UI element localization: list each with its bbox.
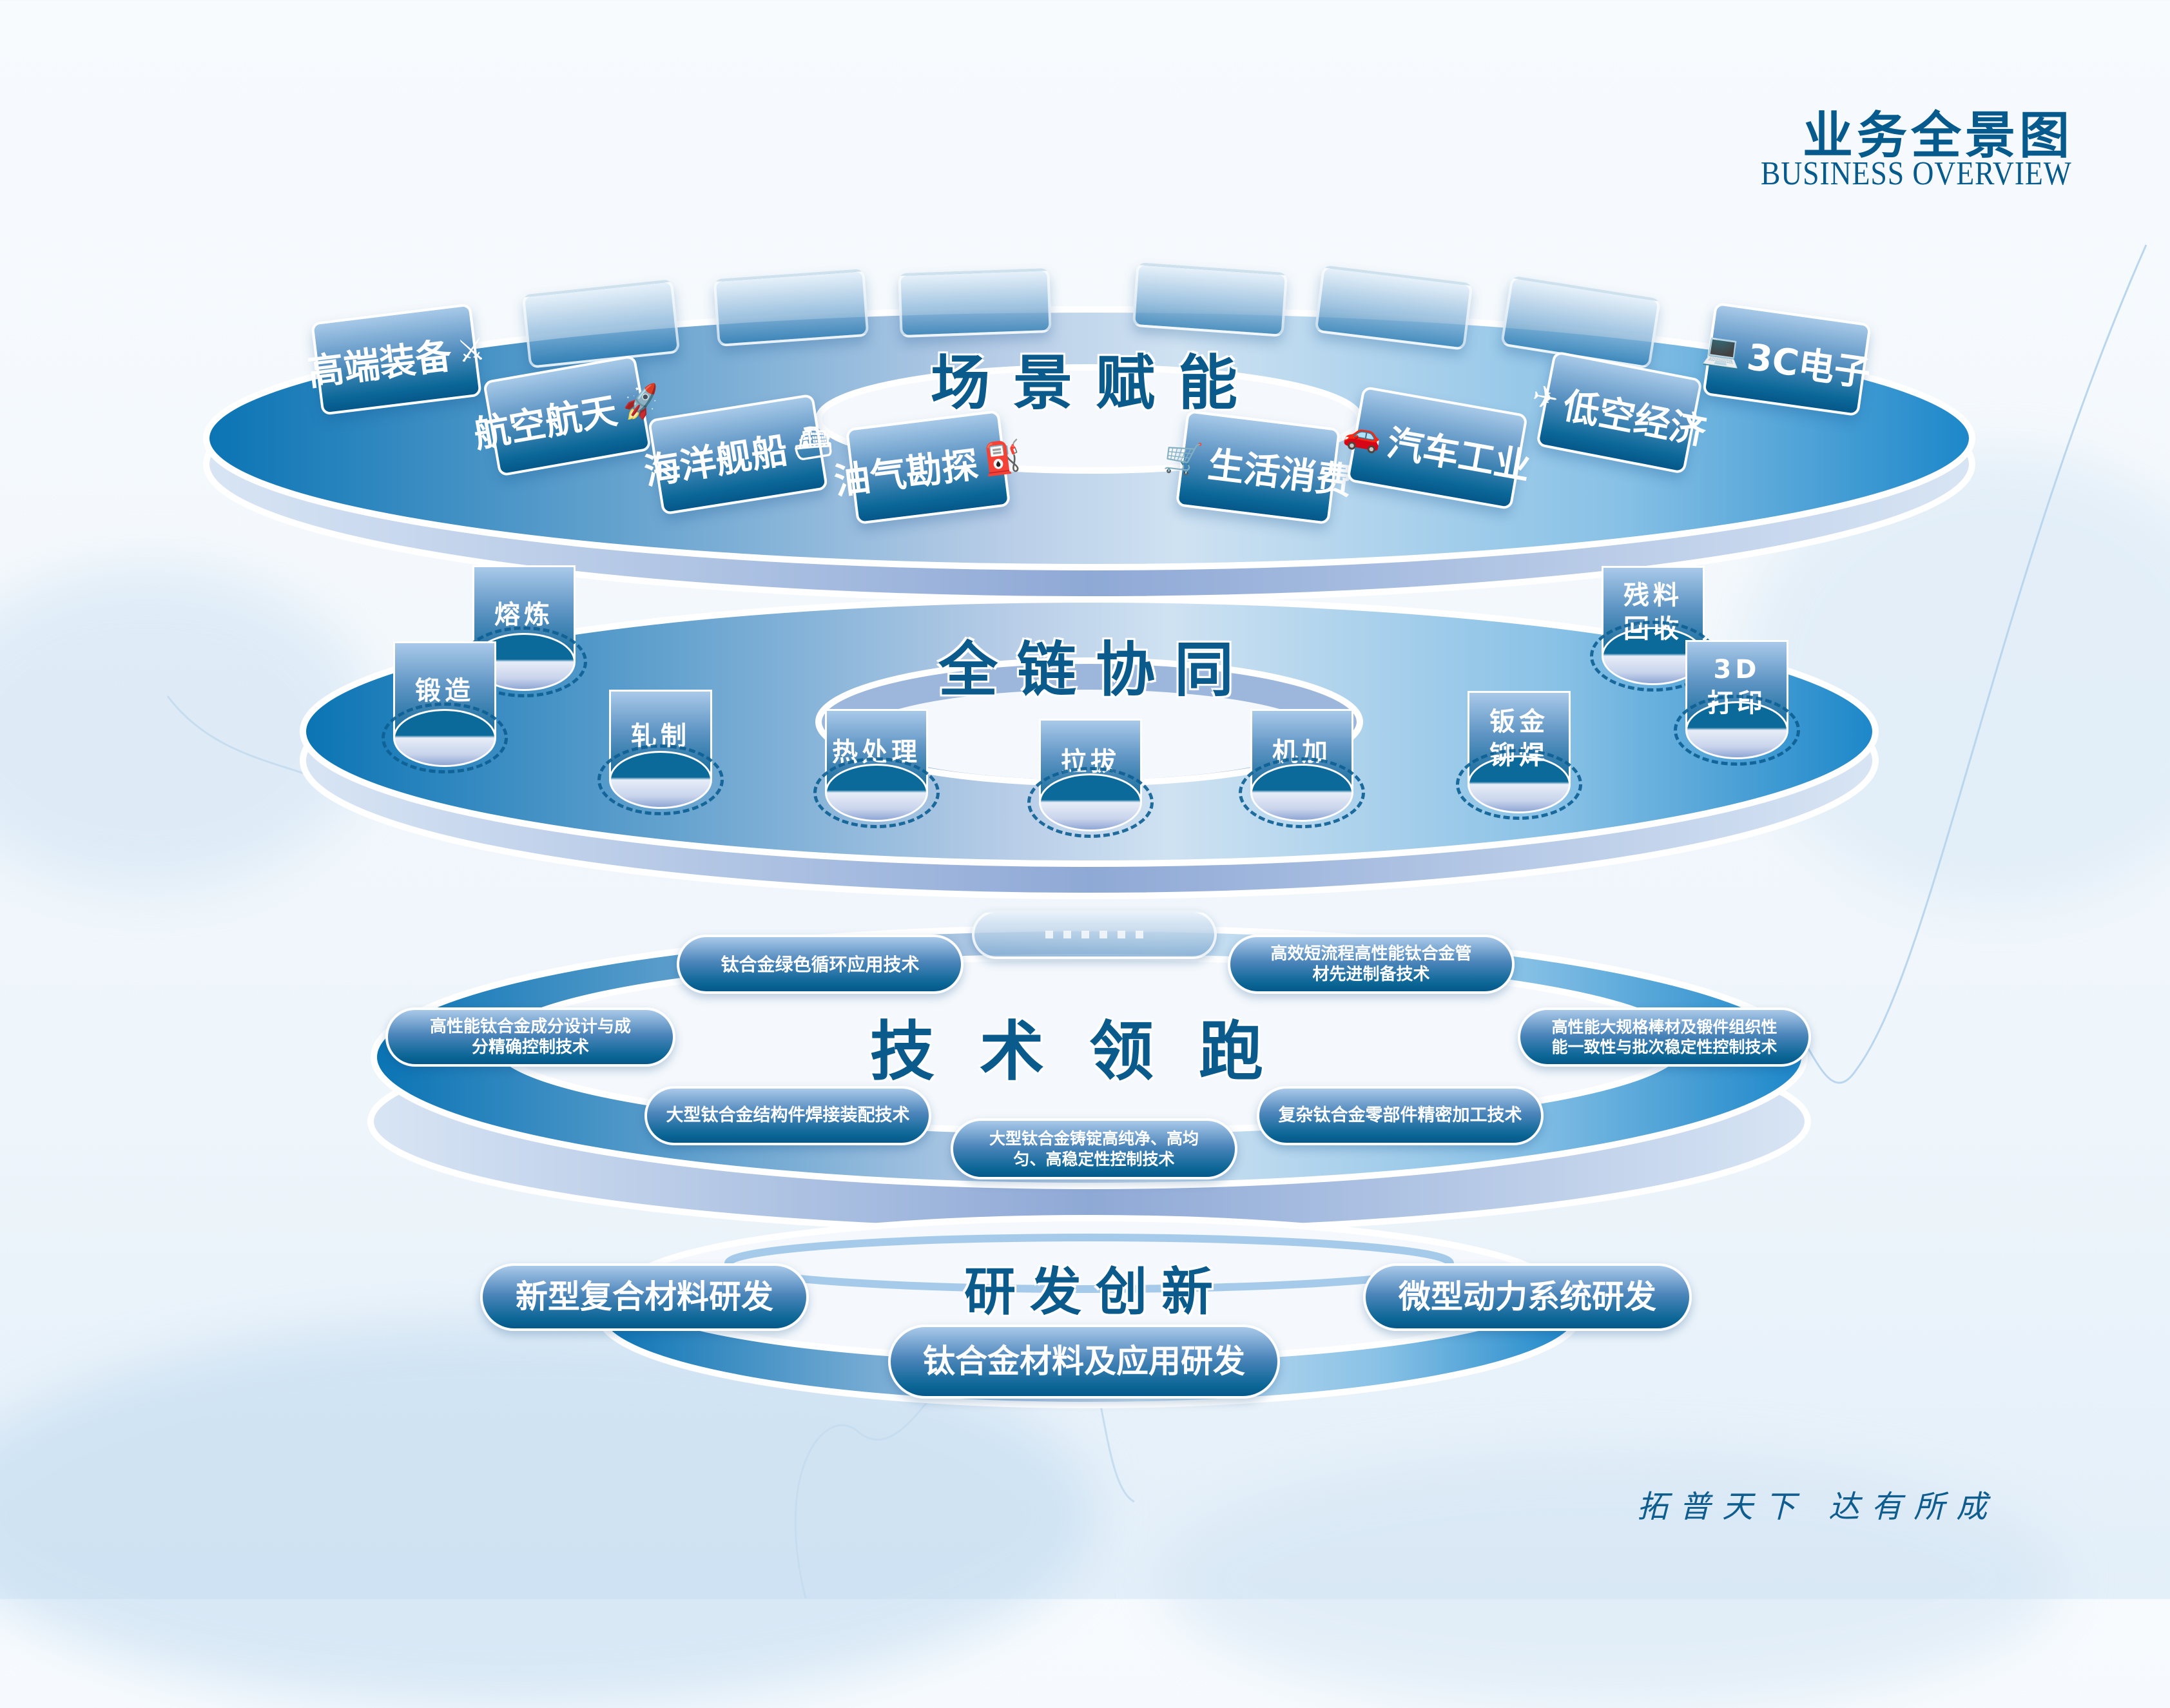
chain-step-rolling[interactable]: 轧制 <box>597 690 724 815</box>
scene-card-label: 汽车工业 <box>1384 422 1534 489</box>
car-icon: 🚗 <box>1341 413 1386 456</box>
scene-card-placeholder <box>1132 262 1288 338</box>
page-title: 业务全景图 <box>1802 106 2073 165</box>
scene-card-high-end-equipment[interactable]: 高端装备 ⚔ <box>305 303 487 416</box>
pillar-dashed-ring <box>813 757 940 828</box>
laptop-icon: 💻 <box>1700 329 1744 371</box>
tier-title-chain: 全链协同 <box>938 636 1254 704</box>
rnd-item-titanium-application[interactable]: 钛合金材料及应用研发 <box>888 1325 1280 1399</box>
shopping-cart-icon: 🛒 <box>1161 438 1205 479</box>
scene-card-label: 海洋舰船 <box>641 429 791 494</box>
ship-icon: ⛴ <box>790 422 835 464</box>
pillar-dashed-ring <box>382 703 508 773</box>
scene-card-label: 低空经济 <box>1560 384 1710 453</box>
footer-slogan: 拓普天下 达有所成 <box>1637 1489 1999 1525</box>
page-subtitle: BUSINESS OVERVIEW <box>1761 155 2072 192</box>
rocket-icon: 🚀 <box>619 381 664 424</box>
scene-card-label: 高端装备 <box>305 335 454 394</box>
scene-card-placeholder <box>898 267 1052 338</box>
scene-card-placeholder <box>713 268 869 347</box>
scene-card-placeholder <box>521 279 681 369</box>
chain-step-forging[interactable]: 锻造 <box>382 641 508 773</box>
pillar-dashed-ring <box>1674 695 1800 766</box>
tech-item-ingot-control[interactable]: 大型钛合金铸锭高纯净、高均匀、高稳定性控制技术 <box>951 1118 1237 1179</box>
chain-step-sheet-riveting[interactable]: 钣金铆焊 <box>1456 691 1582 820</box>
crossed-tools-icon: ⚔ <box>455 330 487 370</box>
chain-step-heat-treatment[interactable]: 热处理 <box>813 709 940 828</box>
scene-card-label: 3C电子 <box>1744 336 1873 395</box>
tech-item-placeholder <box>972 910 1217 959</box>
scene-card-label: 航空航天 <box>470 389 621 456</box>
tech-item-green-recycling[interactable]: 钛合金绿色循环应用技术 <box>677 935 964 994</box>
oil-pump-icon: ⛽ <box>982 438 1025 479</box>
scene-ring <box>203 306 1975 603</box>
scene-card-oil-gas[interactable]: 油气勘探 ⛽ <box>832 409 1024 525</box>
chain-step-machining[interactable]: 机加 <box>1239 709 1365 828</box>
tech-item-tube-preparation[interactable]: 高效短流程高性能钛合金管材先进制备技术 <box>1228 935 1515 994</box>
tier-title-scene: 场景赋能 <box>930 349 1261 418</box>
tier-title-tech: 技术领跑 <box>870 1014 1308 1089</box>
tier-title-rnd: 研发创新 <box>964 1262 1227 1322</box>
chain-step-drawing[interactable]: 拉拔 <box>1027 719 1154 838</box>
chain-step-3d-printing[interactable]: 3D打印 <box>1674 640 1800 766</box>
scene-card-consumer[interactable]: 🛒 生活消费 <box>1162 409 1354 525</box>
pillar-dashed-ring <box>597 744 724 815</box>
ellipsis-dots <box>1045 931 1143 938</box>
drone-icon: ✈ <box>1529 378 1562 418</box>
scene-card-label: 生活消费 <box>1205 443 1355 503</box>
tech-item-precision-machining[interactable]: 复杂钛合金零部件精密加工技术 <box>1257 1086 1544 1145</box>
pillar-dashed-ring <box>1027 767 1154 838</box>
tech-item-structure-welding[interactable]: 大型钛合金结构件焊接装配技术 <box>644 1086 931 1145</box>
pillar-dashed-ring <box>1239 757 1365 828</box>
rnd-item-composite-materials[interactable]: 新型复合材料研发 <box>480 1263 809 1331</box>
rnd-item-micro-power[interactable]: 微型动力系统研发 <box>1363 1263 1692 1331</box>
tech-item-bar-forging-consistency[interactable]: 高性能大规格棒材及锻件组织性能一致性与批次稳定性控制技术 <box>1518 1007 1811 1067</box>
scene-card-label: 油气勘探 <box>831 443 981 503</box>
pillar-dashed-ring <box>1456 749 1582 820</box>
tech-item-composition-design[interactable]: 高性能钛合金成分设计与成分精确控制技术 <box>385 1007 675 1067</box>
rnd-ring <box>596 1215 1582 1408</box>
